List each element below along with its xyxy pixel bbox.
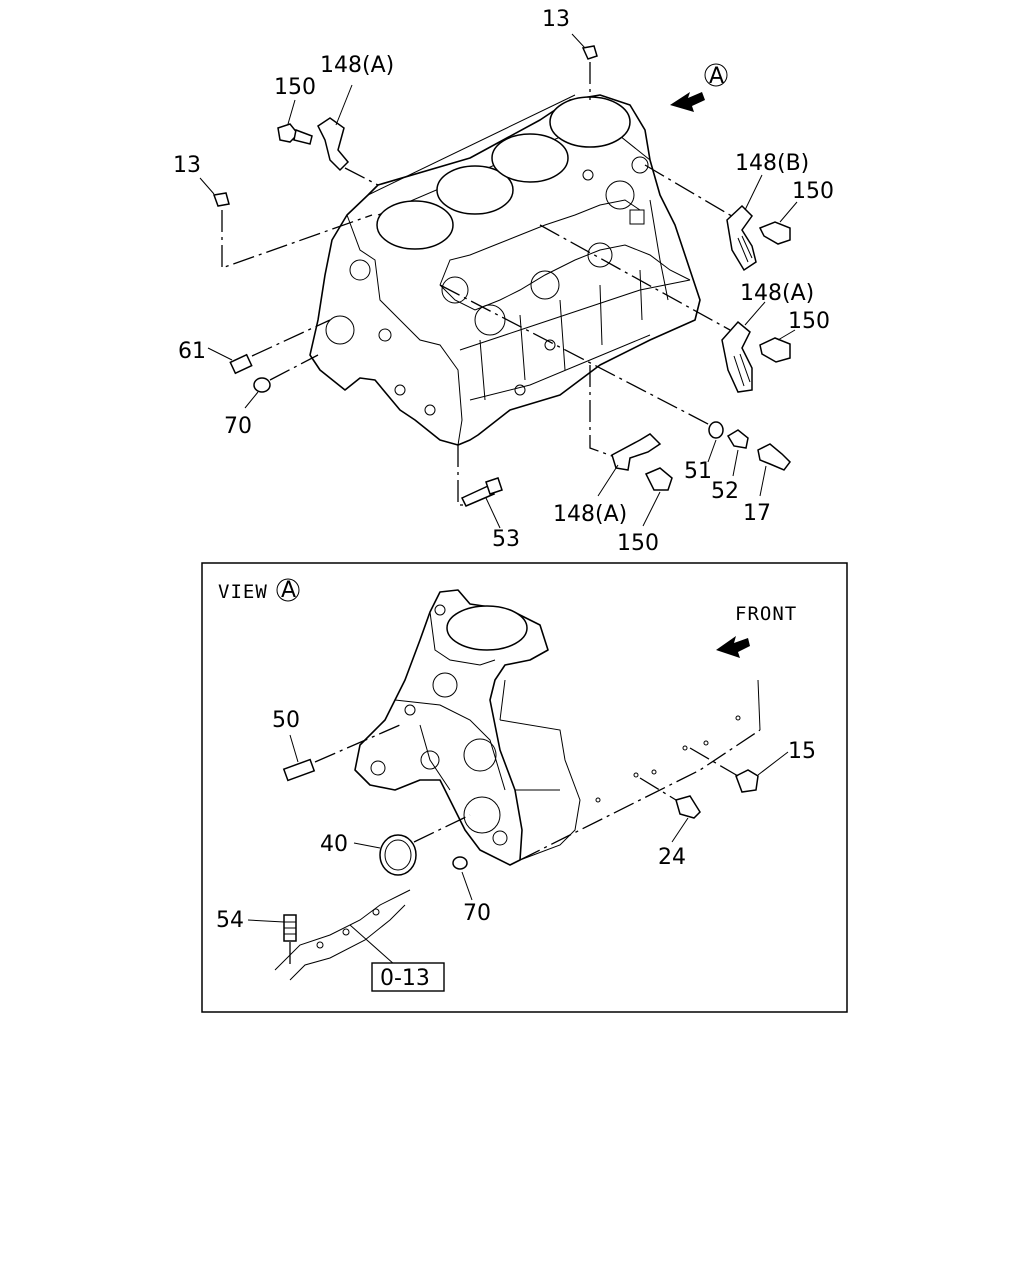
label-148a-mid: 148(A) — [740, 281, 814, 306]
label-52: 52 — [711, 479, 739, 504]
bracket-148a-top — [317, 117, 350, 172]
label-148a-top: 148(A) — [320, 53, 394, 78]
bracket-148a-bottom — [611, 433, 662, 471]
upper-labels: 13 13 148(A) 150 A 148(B) 150 148(A) 150… — [173, 7, 834, 556]
view-a-circle — [276, 578, 300, 602]
cylinder-block-front-view — [354, 589, 549, 866]
bolt-150-mid — [759, 337, 791, 363]
dowel-pin-61 — [229, 353, 253, 375]
oil-pressure-sensor-17 — [757, 443, 791, 471]
label-148a-bottom: 148(A) — [553, 502, 627, 527]
label-70-top: 70 — [224, 414, 252, 439]
view-a-title: VIEW — [218, 581, 268, 603]
dowel-pin-50 — [282, 758, 316, 782]
bracket-148a-mid — [721, 320, 753, 393]
view-a-circle-top — [704, 63, 728, 87]
label-150-b: 150 — [792, 179, 834, 204]
label-70-view: 70 — [463, 901, 491, 926]
label-40: 40 — [320, 832, 348, 857]
plug-13-top — [581, 45, 598, 60]
cylinder-bore-front — [446, 605, 528, 651]
label-53: 53 — [492, 527, 520, 552]
plug-70-top — [253, 377, 271, 393]
plug-15 — [735, 769, 759, 793]
label-view-a-top: A — [709, 64, 724, 89]
cylinder-bore-2 — [436, 165, 514, 215]
label-13-left: 13 — [173, 153, 201, 178]
washer-51 — [708, 421, 724, 439]
label-150-mid: 150 — [788, 309, 830, 334]
label-17: 17 — [743, 501, 771, 526]
front-arrow — [716, 636, 750, 658]
plug-13-left — [212, 192, 230, 207]
label-150-top: 150 — [274, 75, 316, 100]
bolt-150-b — [758, 221, 791, 245]
label-24: 24 — [658, 845, 686, 870]
view-a-letter: A — [281, 578, 296, 603]
cylinder-bore-4 — [549, 96, 631, 148]
bolt-150-bottom — [644, 467, 673, 491]
stud-24 — [675, 795, 701, 819]
label-150-bottom: 150 — [617, 531, 659, 556]
bracket-148b — [726, 204, 757, 272]
label-54: 54 — [216, 908, 244, 933]
label-13-top: 13 — [542, 7, 570, 32]
plug-70-view — [452, 856, 468, 870]
label-15: 15 — [788, 739, 816, 764]
cylinder-bore-1 — [376, 200, 454, 250]
upper-parts — [199, 33, 798, 529]
front-label: FRONT — [735, 603, 797, 625]
bolt-53 — [460, 485, 496, 507]
label-61: 61 — [178, 339, 206, 364]
view-a-panel: VIEW A FRONT — [201, 562, 848, 1013]
label-148b: 148(B) — [735, 151, 809, 176]
label-51: 51 — [684, 459, 712, 484]
reference-label-0-13: 0-13 — [380, 966, 430, 991]
view-a-frame — [201, 562, 848, 1013]
view-a-arrow — [670, 92, 705, 112]
label-50: 50 — [272, 708, 300, 733]
cylinder-block-main-view — [309, 94, 701, 446]
bolt-52 — [726, 429, 749, 449]
reference-box-0-13[interactable] — [371, 962, 445, 992]
o-ring-40 — [379, 834, 417, 876]
cylinder-bore-3 — [491, 133, 569, 183]
